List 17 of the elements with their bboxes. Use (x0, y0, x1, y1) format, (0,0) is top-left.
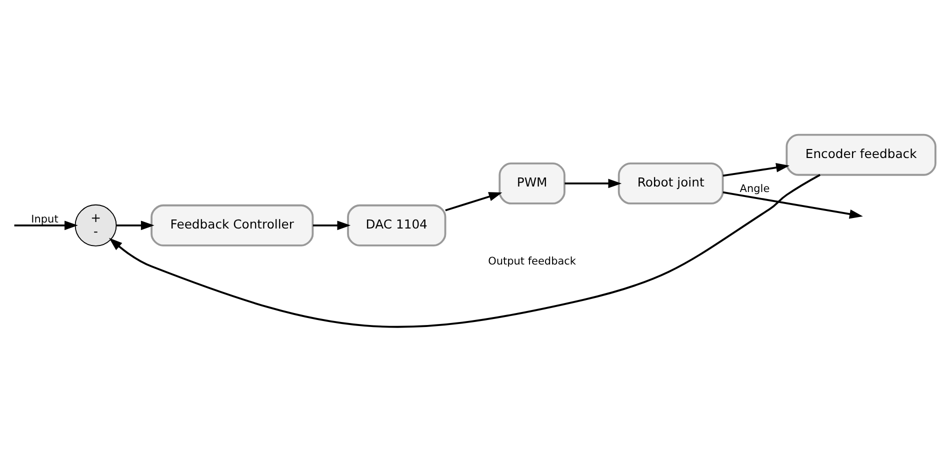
node-box: Encoder feedback (786, 134, 936, 176)
node-box: PWM (498, 162, 566, 204)
arrow (445, 192, 502, 212)
arrow (14, 220, 78, 230)
arrow (116, 220, 154, 230)
edge-label: Angle (740, 182, 770, 195)
arrow (722, 191, 863, 219)
arrow (722, 162, 790, 177)
arrow (564, 178, 622, 188)
node-box: DAC 1104 (347, 204, 446, 246)
arrow (312, 220, 351, 230)
node-box: Feedback Controller (150, 204, 314, 246)
edge-label: Input (31, 213, 58, 226)
label: Output feedback (488, 255, 576, 268)
node-circle: + - (74, 204, 117, 246)
node-box: Robot joint (618, 162, 724, 204)
arrow (109, 174, 820, 328)
